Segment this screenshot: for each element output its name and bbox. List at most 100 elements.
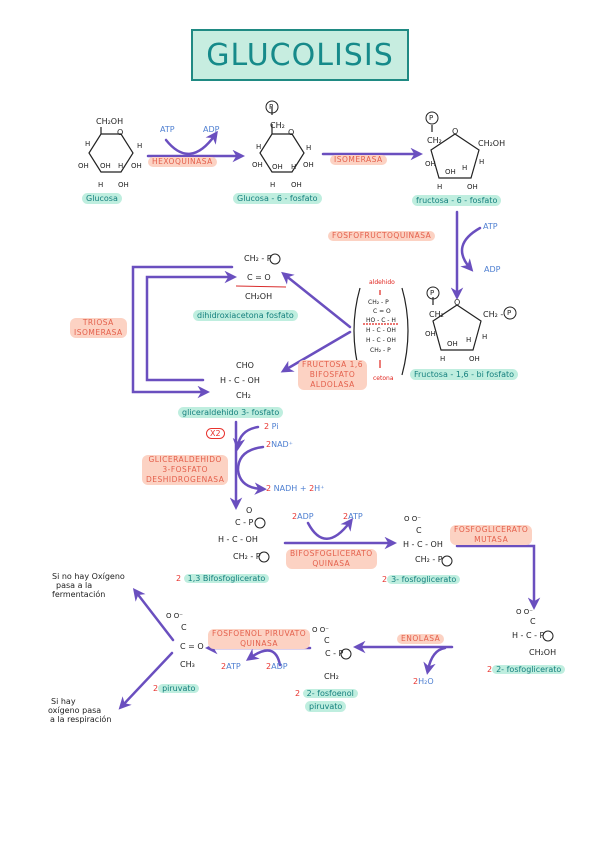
enzyme-line: FRUCTOSA 1,6 [302,360,364,369]
atp-1: ATP [160,125,175,134]
label-3-fosfoglicerato: 3- fosfoglicerato [387,575,461,584]
cetona-note: cetona [373,375,394,382]
coef: 2 [413,677,419,686]
piruvato-line: O O⁻ [166,612,183,620]
pg3-line: O O⁻ [404,515,421,523]
coef: 2 [295,689,301,698]
f6p-ch2: CH₂ [427,136,442,145]
arrow-adp-atp-10 [245,648,282,667]
nad-label: NAD⁺ [271,440,293,449]
pg3-line: C [416,526,422,535]
atp-label: ATP [226,662,241,671]
aldehido-note: aldehido [369,279,395,286]
h-label: H⁺ [314,484,325,493]
pg2-line: C [530,617,536,626]
enzyme-line: 3-FOSFATO [162,465,208,474]
arrow-aldolasa-dhap [281,271,352,329]
chain-line: HO - C - H [366,317,396,324]
substituent: OH [445,168,456,176]
pep-line: CH₂ [324,672,339,681]
arrow-3pg-to-2pg [455,544,541,610]
pep-line: C - P [325,649,344,658]
note-line: pasa a la [56,580,93,590]
g3p-line: H - C - OH [220,376,260,385]
atp-3: ATP [483,222,498,231]
enzyme-line: BIFOSFATO [309,370,356,379]
enzyme-aldolasa: FRUCTOSA 1,6 BIFOSFATO ALDOLASA [298,360,368,390]
bpg-line: CH₂ - P [233,552,261,561]
substituent: OH [78,162,89,170]
pep-line: C [324,636,330,645]
pg2-line: CH₂OH [529,648,557,657]
substituent: H [462,164,468,172]
phosphate-icon [254,517,266,529]
substituent: OH [131,162,142,170]
enzyme-line: ISOMERASA [74,328,123,337]
multiplier-badge: X2 [206,428,225,439]
enzyme-line: FOSFOGLICERATO [454,525,529,534]
substituent: OH [118,181,129,189]
phosphate-icon [269,253,281,265]
h2o-label: H₂O [418,677,434,686]
note-no-oxygen: Si no hay Oxígeno pasa a la fermentación [52,572,125,599]
phosphate-icon [425,111,439,125]
glucosa-ch2oh: CH₂OH [96,117,124,126]
arrow-aldolasa-g3p [280,330,352,373]
substituent: H [440,355,446,363]
phosphate-icon [340,648,352,660]
substituent: H [437,183,443,191]
enzyme-fosfoglicerato-mutasa: FOSFOGLICERATO MUTASA [450,525,533,545]
phosphate-icon [426,286,440,300]
substituent: OH [467,183,478,191]
coef: 2 [382,575,388,584]
piruvato-line: C [181,623,187,632]
enzyme-line: DESHIDROGENASA [146,475,225,484]
p-label: P [430,289,435,297]
phosphate-icon [265,100,279,114]
p-label: P [269,103,274,111]
enzyme-hexoquinasa: HEXOQUINASA [148,157,217,167]
note-line: a la respiración [50,714,112,724]
substituent: OH [425,160,436,168]
page-title: GLUCOLISIS [206,37,394,73]
arrow-atp-adp-1 [164,130,218,156]
enzyme-isomerasa: ISOMERASA [330,155,387,165]
enzyme-line: MUTASA [474,535,509,544]
enzyme-line: FOSFOENOL PIRUVATO [212,629,307,638]
substituent: H [85,140,91,148]
dhap-line: C = O [247,273,271,282]
phosphate-icon [258,551,270,563]
chain-line: C = O [373,308,391,315]
glucosa-ring [88,133,134,173]
g3p-line: CHO [236,361,254,370]
coef: 2 [343,512,349,521]
arrow-to-respiration [118,651,174,710]
arrow-h2o-out [423,646,447,675]
note-oxygen: Si hay oxígeno pasa a la respiración [48,697,112,724]
substituent: H [270,181,276,189]
coef: 2 [264,422,270,431]
label-fructosa-6-fosfato: fructosa - 6 - fosfato [412,195,502,206]
chain-line: CH₂ - P [368,299,389,306]
adp-1: ADP [203,125,220,134]
enzyme-line: ALDOLASA [310,380,355,389]
label-dihidroxiacetona-fosfato: dihidroxiacetona fosfato [193,310,298,321]
dhap-line: CH₂ - P [244,254,272,263]
chain-line: H - C - OH [366,337,396,344]
substituent: H [479,158,485,166]
bpg-line: H - C - OH [218,535,258,544]
coef: 2 [487,665,493,674]
label-fosfoenolpiruvato-2: piruvato [305,701,347,712]
label-piruvato: piruvato [158,684,200,693]
substituent: H [466,336,472,344]
f16bp-ch2p: CH₂ - [483,310,504,319]
pi-label: Pi [271,422,279,431]
arrow-to-fermentation [132,588,175,642]
substituent: H [256,143,262,151]
label-fosfoenolpiruvato: 2- fosfoenol [302,689,358,698]
enzyme-piruvato-quinasa: FOSFOENOL PIRUVATO QUINASA [208,629,311,649]
coef: 2 [266,662,272,671]
label-1-3-bifosfoglicerato: 1,3 Bifosfoglicerato [183,574,270,583]
ring-oxygen: O [452,127,459,136]
substituent: OH [272,163,283,171]
